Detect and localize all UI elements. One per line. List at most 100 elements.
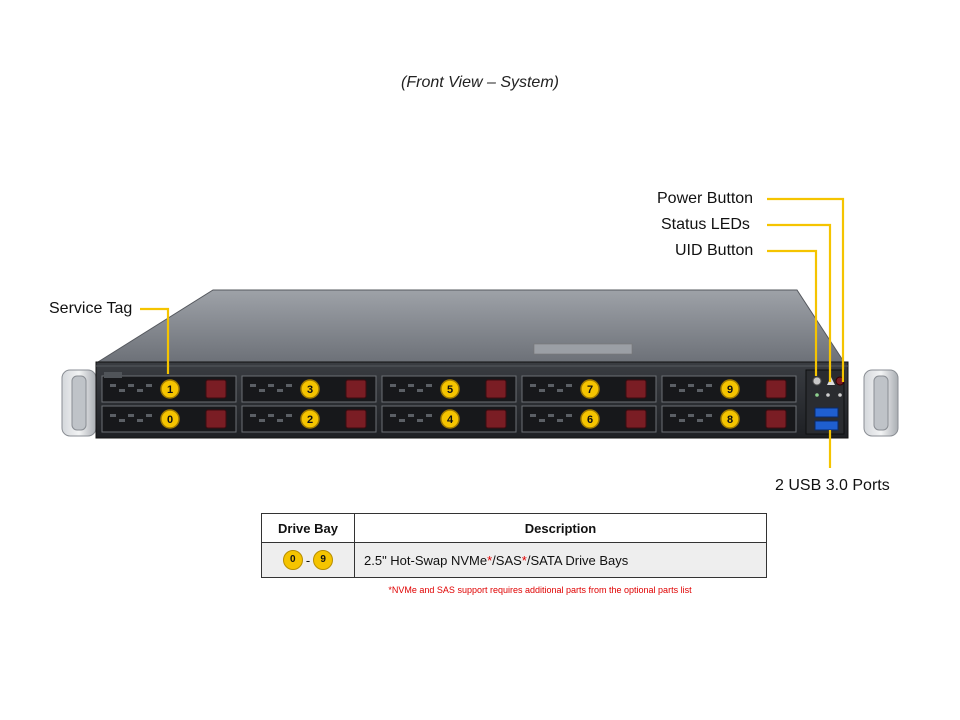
uid-button-icon[interactable] (812, 376, 822, 386)
table-row: 0-9 2.5" Hot-Swap NVMe*/SAS*/SATA Drive … (261, 542, 767, 578)
vent-slot (250, 414, 256, 417)
vent-slot (557, 389, 563, 392)
vent-slot (119, 389, 125, 392)
drive-bay-number: 8 (727, 414, 733, 426)
callout-lines (140, 197, 845, 468)
drive-release-latch[interactable] (485, 409, 507, 429)
drive-bay-tray[interactable]: 7 (521, 375, 657, 403)
vent-slot (566, 384, 572, 387)
drive-bay-tray[interactable]: 1 (101, 375, 237, 403)
vent-slot (250, 384, 256, 387)
usb-port[interactable] (814, 420, 839, 431)
drive-bay-number-badge (160, 409, 180, 429)
vent-slot (137, 419, 143, 422)
vent-slot (706, 384, 712, 387)
status-leds-callout: Status LEDs (661, 216, 750, 233)
drive-bay-number-badge (720, 409, 740, 429)
vent-slot (539, 419, 545, 422)
vent-slot (286, 384, 292, 387)
vent-slot (688, 414, 694, 417)
drive-bay-tray[interactable]: 4 (381, 405, 517, 433)
usb-port[interactable] (814, 407, 839, 418)
vent-slot (146, 414, 152, 417)
bay-badge-start: 0 (282, 550, 303, 570)
vent-slot (557, 419, 563, 422)
drive-bay-number: 4 (447, 414, 454, 426)
drive-bay-number: 5 (447, 384, 453, 396)
drive-release-latch[interactable] (205, 409, 227, 429)
drive-bay-number-badge (440, 409, 460, 429)
drive-bay-number: 6 (587, 414, 593, 426)
vent-slot (688, 384, 694, 387)
footnote: *NVMe and SAS support requires additiona… (388, 585, 692, 595)
vent-slot (110, 414, 116, 417)
chassis-top-cover (96, 289, 845, 363)
table-header-row: Drive Bay Description (261, 513, 767, 543)
drive-release-latch[interactable] (345, 379, 367, 399)
status-leds-leader (767, 223, 832, 382)
drive-bay-tray[interactable]: 5 (381, 375, 517, 403)
vent-slot (286, 414, 292, 417)
service-tag-leader (140, 307, 170, 374)
vent-slot (417, 389, 423, 392)
drive-bay-tray[interactable]: 9 (661, 375, 797, 403)
drive-release-latch[interactable] (765, 379, 787, 399)
drive-release-latch[interactable] (765, 409, 787, 429)
footnote-star: * (521, 552, 527, 568)
service-tag-tab[interactable] (104, 372, 122, 378)
vent-slot (679, 419, 685, 422)
drive-release-latch[interactable] (485, 379, 507, 399)
vent-slot (259, 389, 265, 392)
drive-bay-tray[interactable]: 6 (521, 405, 657, 433)
drive-release-latch[interactable] (205, 379, 227, 399)
drive-release-latch[interactable] (625, 409, 647, 429)
drive-bay-tray[interactable]: 8 (661, 405, 797, 433)
drive-bay-number-badge (580, 409, 600, 429)
vent-slot (137, 389, 143, 392)
vent-slot (566, 414, 572, 417)
uid-button-leader (767, 249, 818, 376)
drive-release-latch[interactable] (345, 409, 367, 429)
vent-slot (426, 414, 432, 417)
status-led (826, 393, 830, 397)
vent-slot (399, 419, 405, 422)
drive-bay-tray[interactable]: 2 (241, 405, 377, 433)
vent-slot (390, 414, 396, 417)
vent-slot (399, 389, 405, 392)
vent-slot (390, 384, 396, 387)
vent-slot (128, 384, 134, 387)
vent-slot (268, 384, 274, 387)
drive-bay-number: 9 (727, 384, 733, 396)
vent-slot (548, 414, 554, 417)
vent-slot (110, 384, 116, 387)
drive-bay-number: 7 (587, 384, 593, 396)
bay-badge-end: 9 (313, 550, 334, 570)
vent-slot (697, 389, 703, 392)
vent-slot (119, 419, 125, 422)
drive-bay-number-badge (720, 379, 740, 399)
vent-slot (426, 384, 432, 387)
desc-part-sas: /SAS (492, 552, 522, 568)
drive-release-latch[interactable] (625, 379, 647, 399)
drive-bay-number: 2 (307, 414, 313, 426)
drive-bay-range-cell: 0-9 (261, 542, 355, 578)
drive-bay-number: 1 (167, 384, 173, 396)
drive-bay-number-badge (300, 409, 320, 429)
drive-bay-tray[interactable]: 0 (101, 405, 237, 433)
vent-slot (277, 419, 283, 422)
right-rack-ear (863, 369, 899, 437)
drive-bay-number-badge (580, 379, 600, 399)
service-tag-callout: Service Tag (49, 300, 133, 317)
vent-slot (128, 414, 134, 417)
uid-button-callout: UID Button (675, 242, 754, 259)
vent-slot (268, 414, 274, 417)
drive-bay-number-badge (440, 379, 460, 399)
drive-bay-number-badge (160, 379, 180, 399)
vent-slot (259, 419, 265, 422)
drive-bay-table: Drive Bay Description 0-9 2.5" Hot-Swap … (261, 513, 767, 578)
drive-bay-tray[interactable]: 3 (241, 375, 377, 403)
vent-slot (670, 384, 676, 387)
vent-slot (679, 389, 685, 392)
front-control-panel (805, 369, 845, 435)
